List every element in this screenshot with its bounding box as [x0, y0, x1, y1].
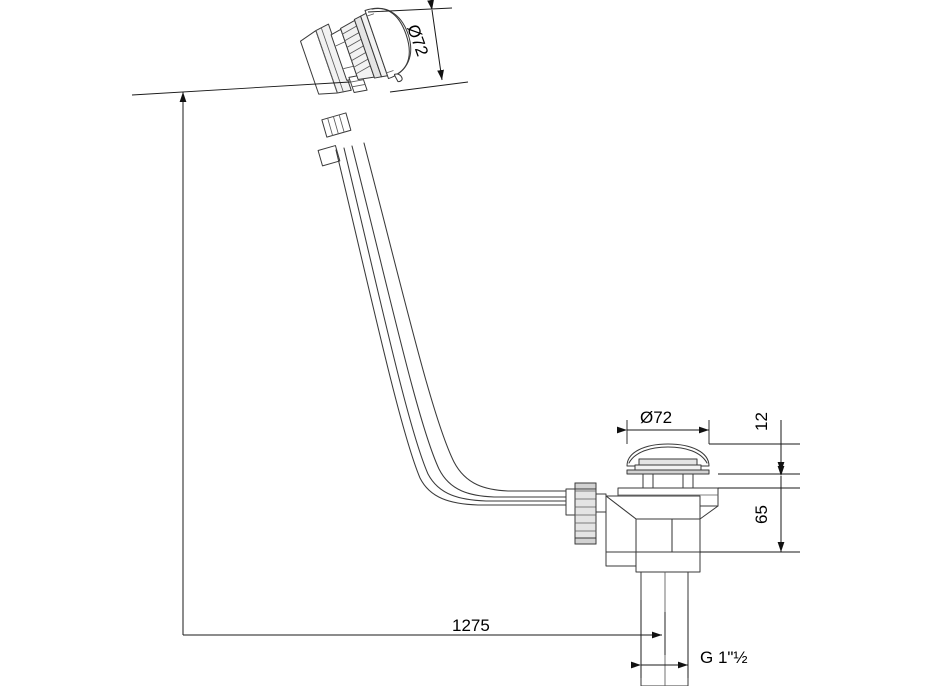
cable-ferrule [317, 145, 341, 167]
label-body-height: 65 [752, 505, 771, 524]
outlet-pipe [640, 571, 689, 686]
cable-nut [565, 482, 607, 545]
overflow-cover-cap [364, 7, 412, 83]
drain-lower-collar [635, 551, 701, 573]
label-drain-diameter: Ø72 [640, 408, 673, 427]
drain-body-main [605, 495, 701, 567]
label-outlet-thread: G 1"½ [700, 648, 748, 667]
overflow-assembly [299, 7, 412, 95]
cable-connector-sleeve [321, 112, 352, 138]
drain-body-assembly [605, 443, 719, 686]
dim-cap-height [709, 420, 800, 475]
dim-drain-diameter [617, 420, 710, 444]
overflow-wall-plate [299, 23, 359, 95]
drain-cap-seat [626, 458, 710, 475]
dim-overflow-diameter [367, 0, 469, 93]
dim-body-height [700, 466, 800, 553]
label-cap-height: 12 [752, 412, 771, 431]
label-cable-length: 1275 [452, 616, 490, 635]
drain-cap-stem [642, 473, 694, 489]
bowden-cable [317, 112, 581, 506]
overflow-cable-stub [348, 74, 368, 93]
